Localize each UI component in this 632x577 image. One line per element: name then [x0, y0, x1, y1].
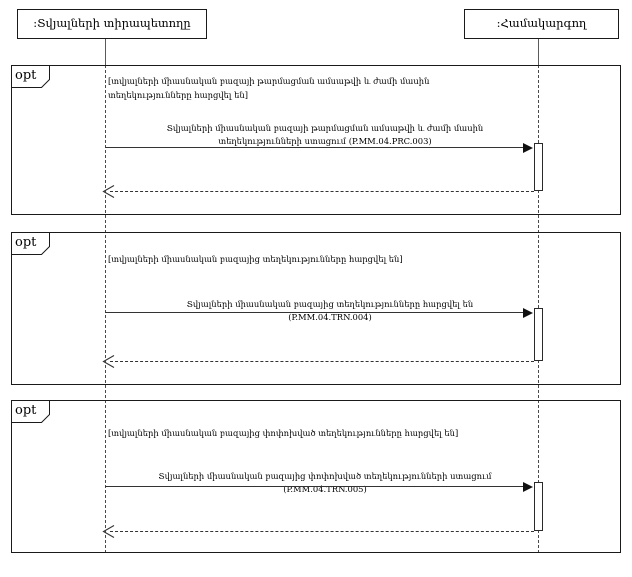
fragment-1-message-2-arrowhead: [102, 184, 116, 199]
fragment-3-message-1-arrowhead: [523, 482, 533, 492]
fragment-2-message-2-line[interactable]: [110, 361, 534, 362]
fragment-1-message-1-label: Տվյալների միասնական բազայի թարմացման ամս…: [166, 123, 484, 146]
lifeline-line-data-owner-stub: [105, 39, 106, 65]
combined-fragment-2[interactable]: [11, 232, 621, 385]
fragment-1-message-2-line[interactable]: [110, 191, 534, 192]
fragment-3-message-1-label: Տվյալների միասնական բազայից փոփոխված տեղ…: [158, 471, 492, 494]
combined-fragment-3[interactable]: [11, 400, 621, 553]
fragment-2-message-2-arrowhead: [102, 354, 116, 369]
fragment-3-message-2-arrowhead: [102, 524, 116, 539]
fragment-3-message-2-line[interactable]: [110, 531, 534, 532]
lifeline-line-data-owner: [105, 65, 106, 553]
fragment-1-operator-tab: opt: [11, 65, 50, 88]
fragment-3-guard: [տվյալների միասնական բազայից փոփոխված տե…: [108, 428, 459, 438]
fragment-2-message-1-label: Տվյալների միասնական բազայից տեղեկություն…: [186, 299, 474, 322]
fragment-2-message-1-arrowhead: [523, 308, 533, 318]
lifeline-head-coordinator[interactable]: :Համակարգող: [464, 9, 619, 39]
fragment-1-message-1-arrowhead: [523, 143, 533, 153]
fragment-1-operator-label: opt: [15, 68, 37, 83]
fragment-2-operator-tab: opt: [11, 232, 50, 255]
fragment-1-guard: [տվյալների միասնական բազայի թարմացման ամ…: [108, 76, 433, 100]
lifeline-head-data-owner[interactable]: :Տվյալների տիրապետողը: [17, 9, 207, 39]
fragment-2-message-1-line[interactable]: [105, 312, 529, 313]
fragment-3-operator-tab: opt: [11, 400, 50, 423]
fragment-3-operator-label: opt: [15, 403, 37, 418]
fragment-1-activation-bar: [534, 143, 543, 191]
lifeline-line-coordinator-stub: [538, 39, 539, 65]
fragment-3-message-1-line[interactable]: [105, 486, 529, 487]
fragment-2-activation-bar: [534, 308, 543, 361]
combined-fragment-1[interactable]: [11, 65, 621, 215]
lifeline-head-coordinator-label: :Համակարգող: [496, 16, 587, 31]
fragment-3-activation-bar: [534, 482, 543, 531]
fragment-1-message-1-line[interactable]: [105, 147, 529, 148]
fragment-2-guard: [տվյալների միասնական բազայից տեղեկությու…: [108, 254, 403, 264]
lifeline-head-data-owner-label: :Տվյալների տիրապետողը: [33, 16, 191, 31]
fragment-2-operator-label: opt: [15, 235, 37, 250]
